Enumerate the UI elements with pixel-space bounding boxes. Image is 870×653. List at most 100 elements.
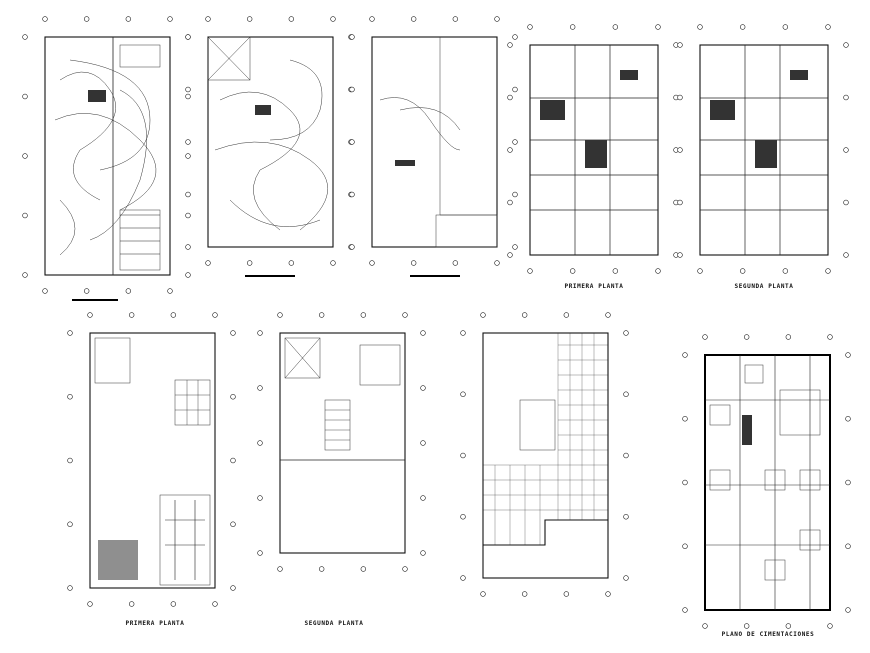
grid-bubble: [67, 585, 73, 591]
electrical-plan-first-floor: [44, 36, 171, 301]
grid-bubble: [83, 16, 90, 22]
grid-bubble: [288, 260, 295, 266]
architectural-plan-roof: [482, 332, 609, 579]
grid-bubble: [825, 268, 831, 274]
grid-bubble: [785, 334, 792, 340]
grid-bubble: [42, 288, 48, 294]
grid-bubble: [22, 93, 28, 100]
grid-bubble: [67, 521, 73, 527]
grid-bubble: [212, 312, 218, 318]
grid-bubble: [360, 566, 367, 572]
grid-bubble: [623, 575, 629, 581]
grid-bubble: [330, 16, 336, 22]
grid-bubble: [128, 312, 135, 318]
grid-bubble: [257, 440, 263, 446]
grid-bubble: [125, 288, 132, 294]
grid-bubble: [360, 312, 367, 318]
grid-bubble: [460, 391, 466, 397]
grid-bubble: [623, 452, 629, 459]
grid-bubble: [827, 623, 833, 629]
grid-bubble: [612, 24, 619, 30]
grid-bubble: [743, 623, 750, 629]
grid-bubble: [167, 288, 173, 294]
grid-bubble: [623, 514, 629, 520]
grid-bubble: [521, 312, 528, 318]
grid-bubble: [677, 199, 683, 206]
grid-bubble: [527, 24, 533, 30]
grid-bubble: [185, 93, 191, 100]
grid-bubble: [569, 268, 576, 274]
grid-bubble: [349, 34, 355, 40]
grid-bubble: [697, 24, 703, 30]
grid-bubble: [623, 330, 629, 336]
grid-bubble: [480, 312, 486, 318]
grid-bubble: [277, 566, 283, 572]
grid-bubble: [230, 585, 236, 591]
grid-bubble: [843, 94, 849, 101]
grid-bubble: [349, 244, 355, 250]
grid-bubble: [743, 334, 750, 340]
grid-bubble: [460, 330, 466, 336]
grid-bubble: [230, 521, 236, 527]
grid-bubble: [512, 191, 518, 198]
grid-bubble: [563, 312, 570, 318]
grid-bubble: [257, 330, 263, 336]
grid-bubble: [349, 86, 355, 93]
grid-bubble: [563, 591, 570, 597]
grid-bubble: [655, 268, 661, 274]
grid-bubble: [507, 199, 513, 206]
grid-bubble: [402, 312, 408, 318]
grid-bubble: [257, 550, 263, 556]
grid-bubble: [185, 34, 191, 40]
grid-bubble: [205, 16, 211, 22]
grid-bubble: [512, 244, 518, 250]
grid-bubble: [507, 94, 513, 101]
grid-bubble: [512, 139, 518, 145]
grid-bubble: [782, 24, 789, 30]
grid-bubble: [677, 147, 683, 153]
grid-bubble: [420, 385, 426, 391]
grid-bubble: [277, 312, 283, 318]
grid-bubble: [623, 391, 629, 397]
grid-bubble: [452, 260, 459, 266]
structural-plan-first-floor: PRIMERA PLANTA: [529, 44, 659, 290]
grid-bubble: [230, 330, 236, 336]
grid-bubble: [410, 260, 417, 266]
grid-bubble: [682, 543, 688, 549]
grid-bubble: [369, 16, 375, 22]
grid-bubble: [167, 16, 173, 22]
grid-bubble: [402, 566, 408, 572]
grid-bubble: [827, 334, 833, 340]
grid-bubble: [702, 623, 708, 629]
grid-bubble: [460, 575, 466, 581]
grid-bubble: [843, 42, 849, 48]
architectural-plan-second-floor: SEGUNDA PLANTA: [279, 332, 406, 627]
grid-bubble: [170, 601, 177, 607]
grid-bubble: [22, 212, 28, 219]
grid-bubble: [67, 394, 73, 400]
grid-bubble: [697, 268, 703, 274]
grid-bubble: [257, 385, 263, 391]
grid-bubble: [655, 24, 661, 30]
grid-bubble: [246, 260, 253, 266]
grid-bubble: [527, 268, 533, 274]
grid-bubble: [349, 191, 355, 198]
grid-bubble: [825, 24, 831, 30]
grid-bubble: [845, 479, 851, 486]
segunda-planta-bottom-label: SEGUNDA PLANTA: [305, 620, 364, 627]
grid-bubble: [512, 86, 518, 93]
grid-bubble: [480, 591, 486, 597]
grid-bubble: [521, 591, 528, 597]
primera-planta-top-label: PRIMERA PLANTA: [565, 283, 624, 290]
grid-bubble: [702, 334, 708, 340]
grid-bubble: [125, 16, 132, 22]
grid-bubble: [369, 260, 375, 266]
grid-bubble: [782, 268, 789, 274]
grid-bubble: [420, 440, 426, 446]
grid-bubble: [185, 272, 191, 278]
cimentaciones-label: PLANO DE CIMENTACIONES: [722, 631, 815, 638]
grid-bubble: [682, 479, 688, 486]
grid-bubble: [205, 260, 211, 266]
grid-bubble: [785, 623, 792, 629]
grid-bubble: [42, 16, 48, 22]
